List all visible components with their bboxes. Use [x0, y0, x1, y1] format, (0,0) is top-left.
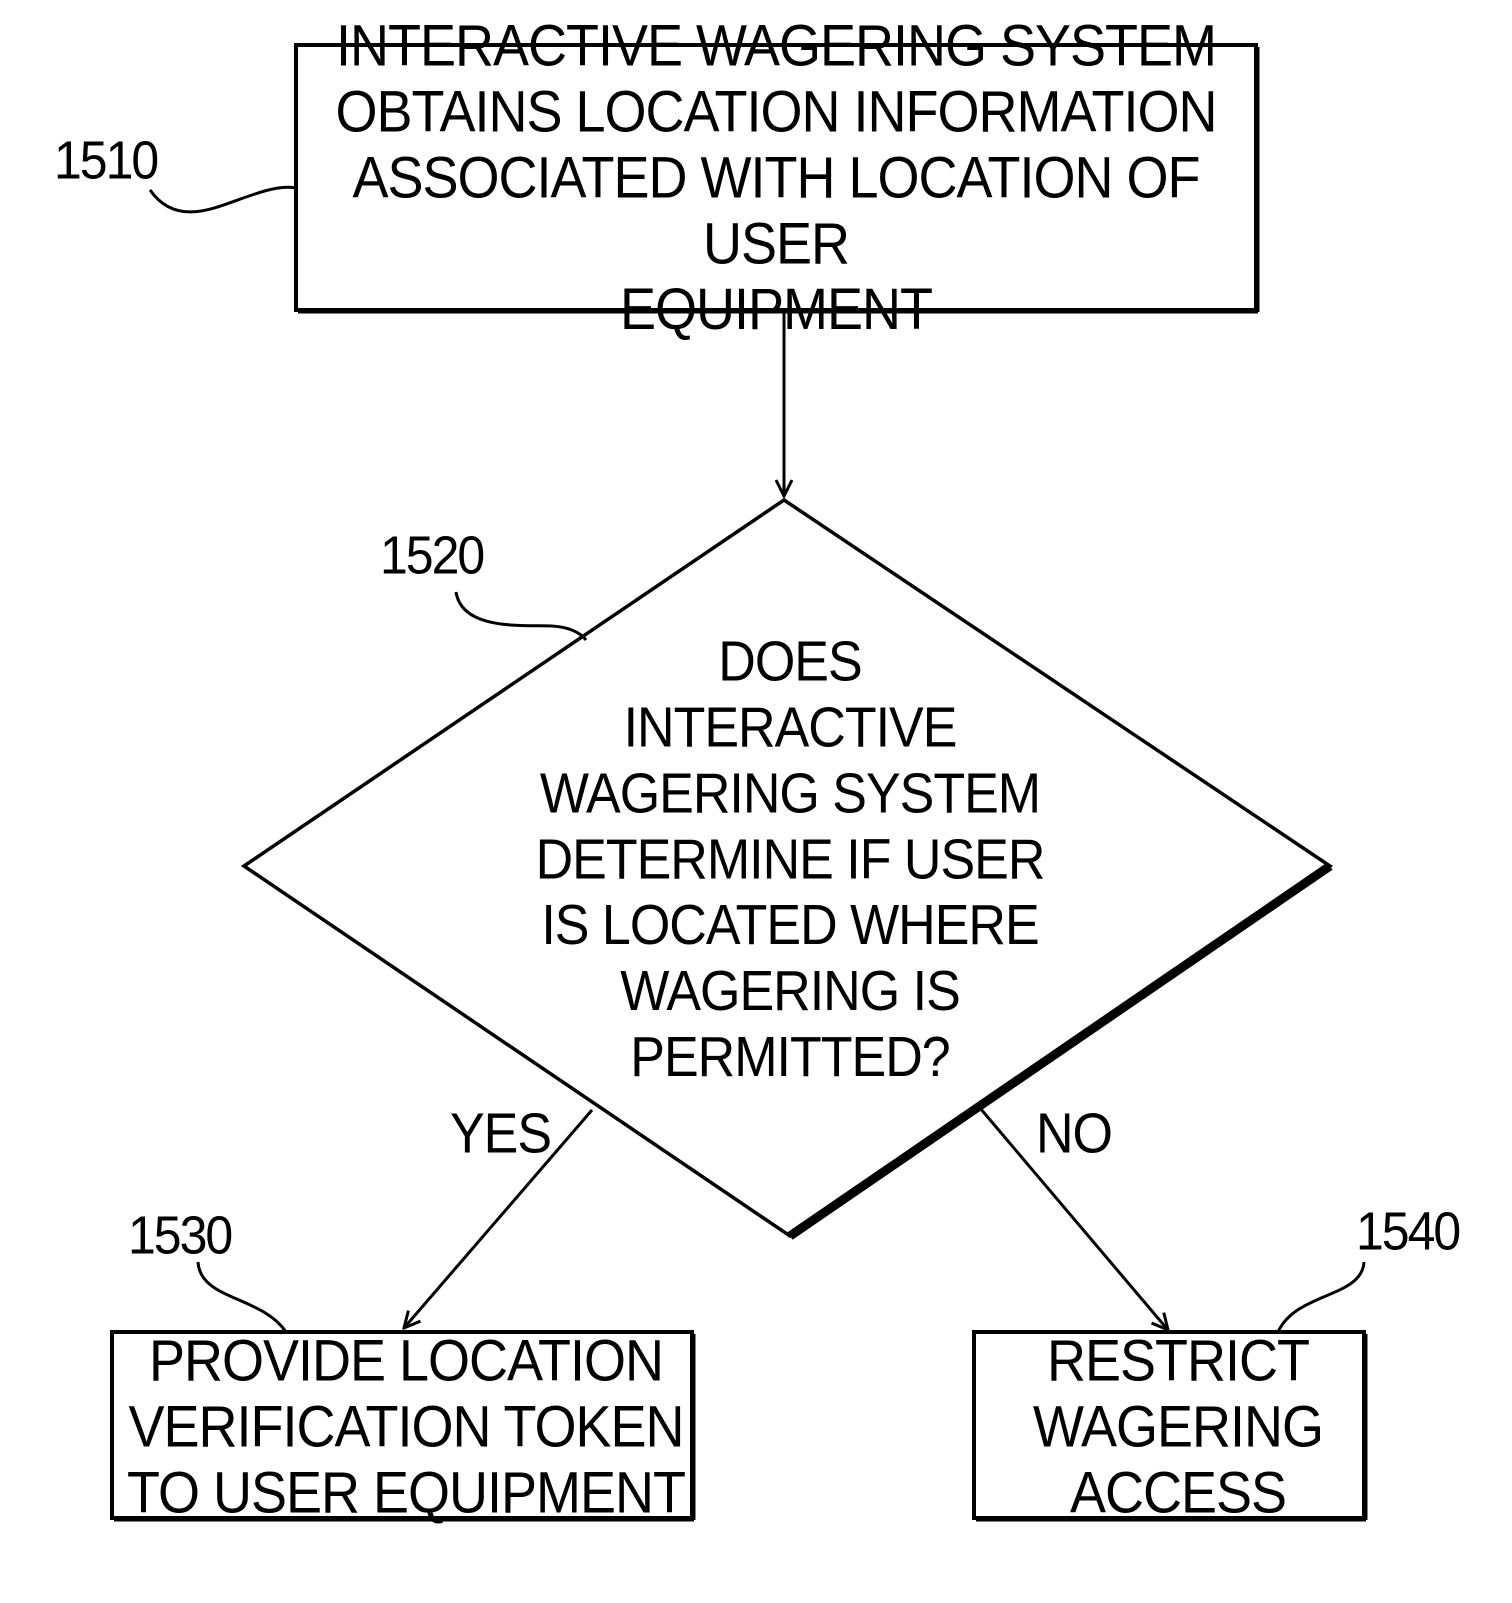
node-1540-text: RESTRICT WAGERING ACCESS — [978, 1331, 1378, 1523]
node-1510-label: INTERACTIVE WAGERING SYSTEM OBTAINS LOCA… — [296, 13, 1256, 342]
node-1520-text: DOES INTERACTIVE WAGERING SYSTEM DETERMI… — [470, 628, 1110, 1092]
ref-numeral-1520: 1520 — [380, 528, 483, 582]
node-1530-label: PROVIDE LOCATION VERIFICATION TOKEN TO U… — [127, 1328, 685, 1526]
node-1520-label: DOES INTERACTIVE WAGERING SYSTEM DETERMI… — [536, 629, 1045, 1090]
ref-numeral-1540: 1540 — [1356, 1204, 1459, 1258]
leader-1530 — [198, 1262, 286, 1332]
ref-numeral-1510: 1510 — [54, 133, 157, 187]
node-1540-label: RESTRICT WAGERING ACCESS — [1033, 1328, 1323, 1526]
ref-numeral-1530: 1530 — [128, 1208, 231, 1262]
edge-label-no: NO — [1036, 1106, 1112, 1162]
leader-1540 — [1278, 1262, 1364, 1332]
edge-label-yes: YES — [450, 1106, 551, 1162]
node-1510-text: INTERACTIVE WAGERING SYSTEM OBTAINS LOCA… — [296, 42, 1256, 314]
node-1530-text: PROVIDE LOCATION VERIFICATION TOKEN TO U… — [116, 1331, 696, 1523]
leader-1510 — [150, 187, 296, 212]
